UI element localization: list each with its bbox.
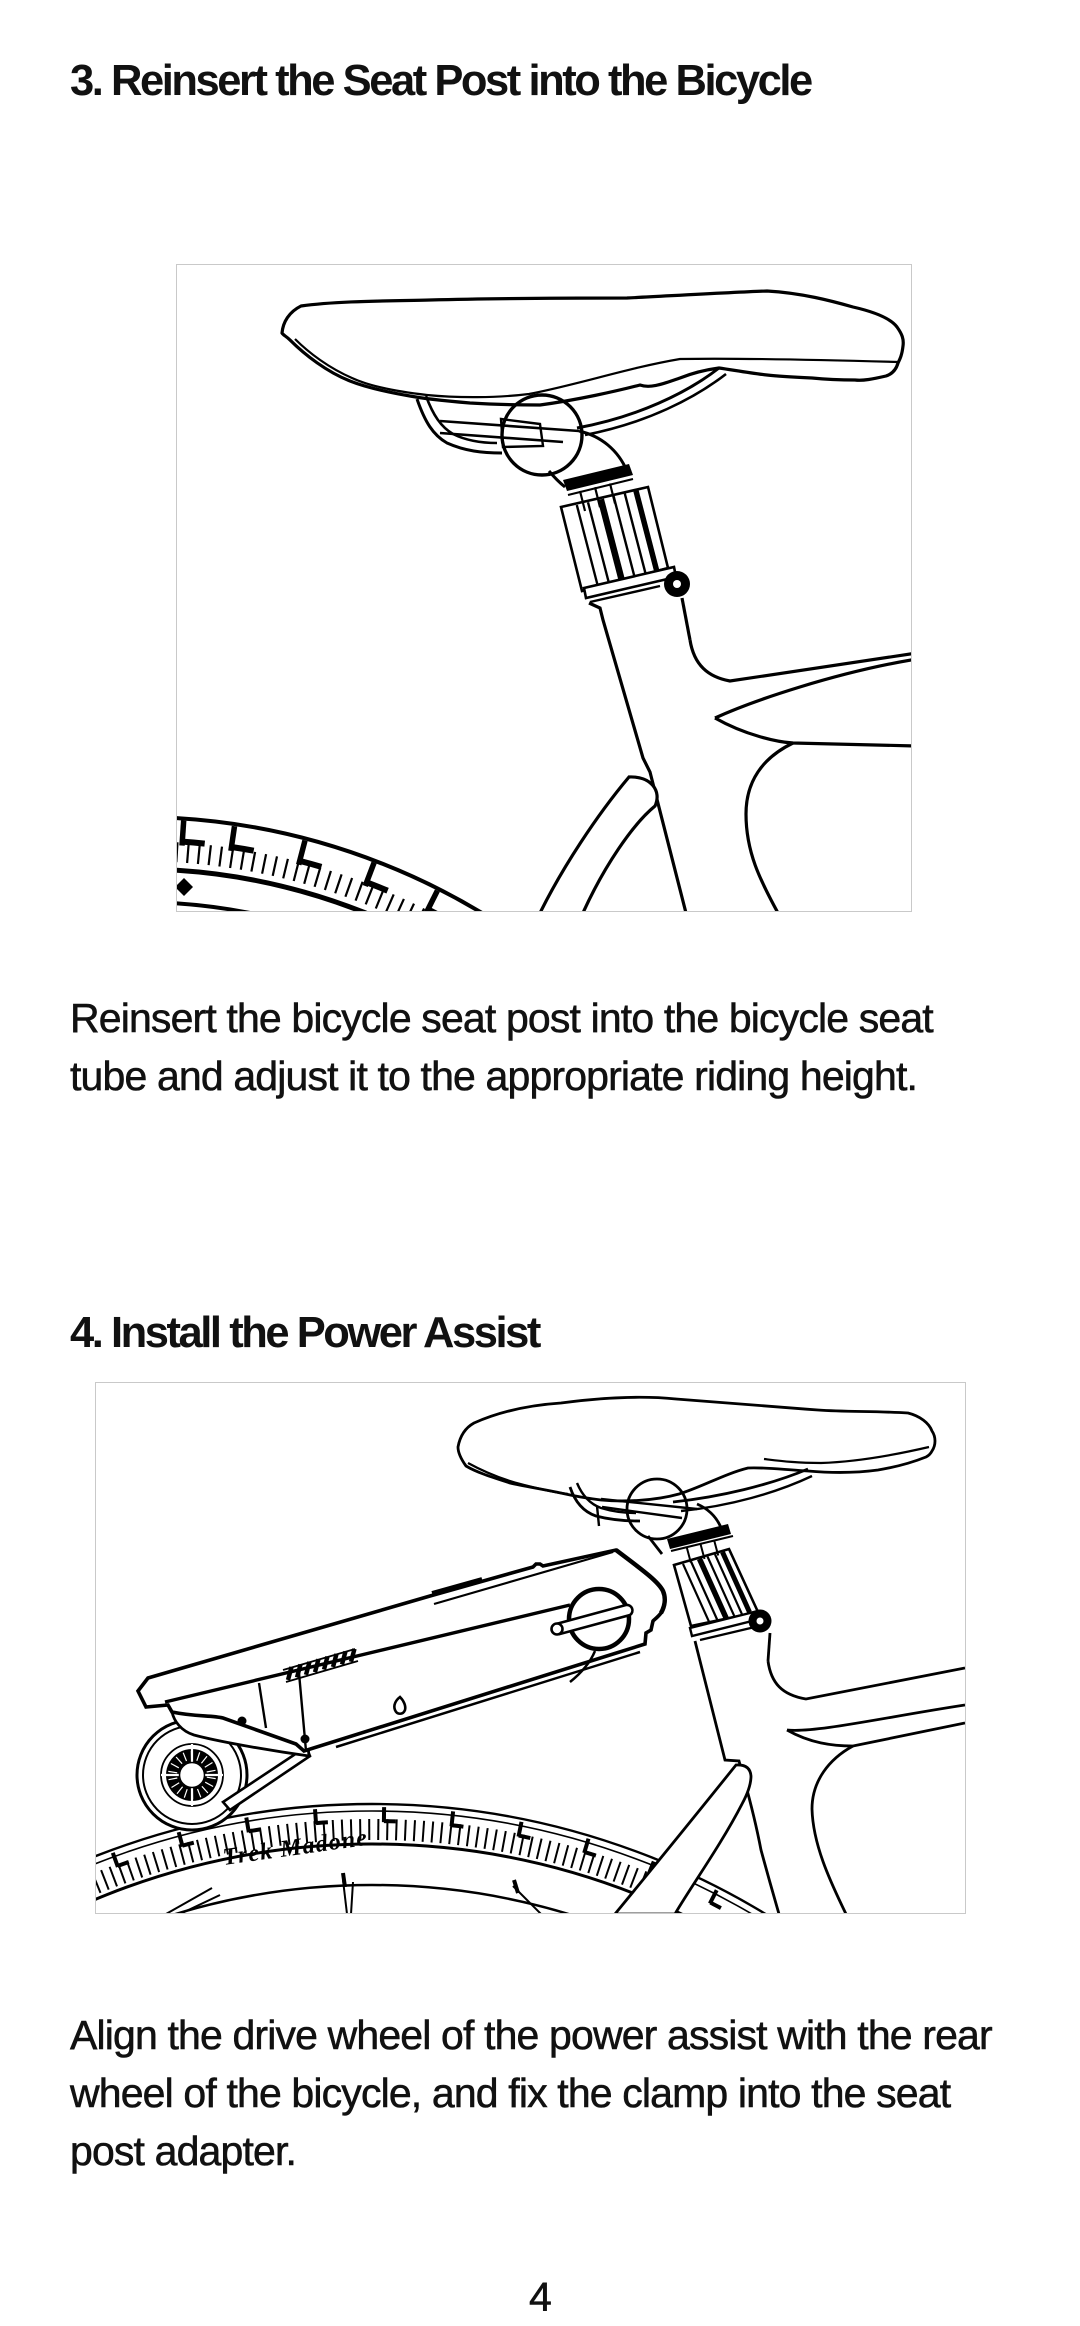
svg-text:Trek Madone: Trek Madone [221, 1825, 370, 1871]
